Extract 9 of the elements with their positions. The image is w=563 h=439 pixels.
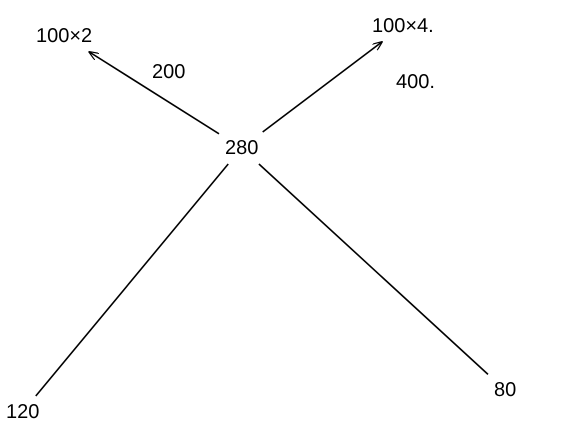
line: [35, 163, 229, 397]
number-label: 280: [225, 138, 258, 158]
line: [258, 163, 489, 375]
number-label: 100×4.: [372, 16, 434, 36]
number-label: 80: [494, 380, 516, 400]
arrow: [262, 40, 384, 133]
number-label: 100×2: [36, 26, 92, 46]
arrow: [88, 50, 220, 134]
number-label: 120: [6, 402, 40, 422]
